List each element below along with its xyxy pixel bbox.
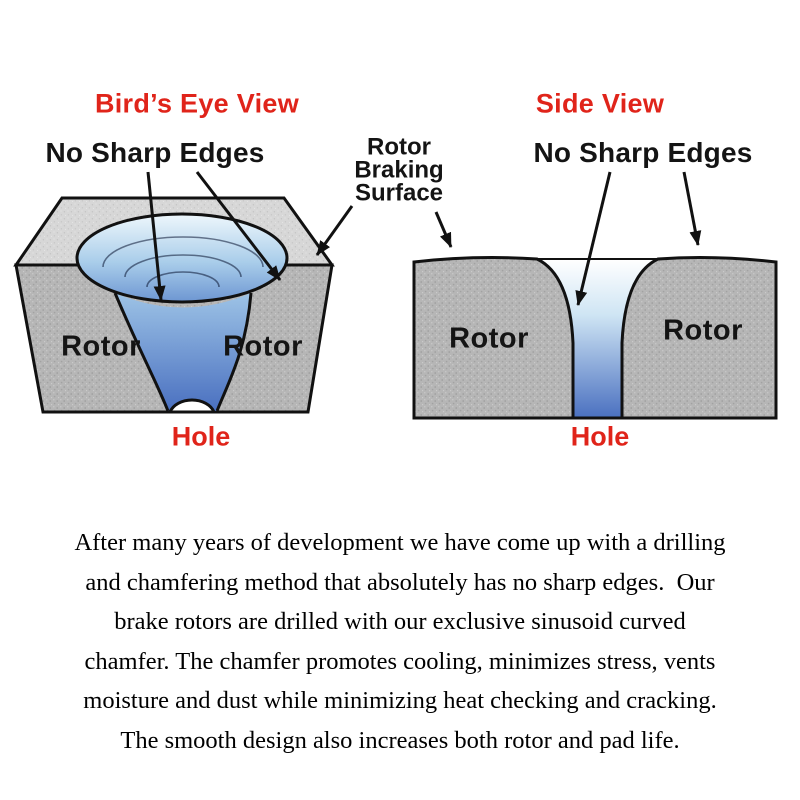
rotor-braking-surface-label: Rotor Braking Surface — [354, 133, 444, 207]
arrow-nse-left-1 — [146, 171, 166, 301]
arrow-nse-right-1 — [575, 171, 612, 306]
side-view-title: Side View — [535, 88, 665, 119]
birdseye-hole-opening — [75, 212, 289, 304]
sideview-left-rotor — [412, 256, 575, 420]
diagram-canvas — [13, 171, 778, 420]
birdseye-view-title: Bird’s Eye View — [94, 88, 300, 119]
rotor-label-side-right: Rotor — [663, 314, 743, 347]
paragraph-line: chamfer. The chamfer promotes cooling, m… — [84, 647, 716, 675]
no-sharp-edges-label-left: No Sharp Edges — [45, 137, 265, 168]
funnel-left-edge — [113, 292, 170, 412]
birdseye-rotor-block — [13, 196, 335, 414]
funnel-right-edge — [215, 292, 253, 412]
arrow-braking-surface-right — [434, 211, 453, 248]
no-sharp-edges-label-right: No Sharp Edges — [533, 137, 753, 168]
arrow-braking-surface-left — [315, 205, 354, 256]
paragraph-line: After many years of development we have … — [74, 529, 726, 556]
callout-arrows — [146, 171, 702, 306]
rotor-braking-surface-line3: Surface — [354, 179, 444, 207]
rotor-label-side-left: Rotor — [449, 322, 529, 355]
rotor-braking-surface-line1: Rotor — [367, 133, 431, 161]
paragraph-line: and chamfering method that absolutely ha… — [85, 568, 715, 596]
paragraph-line: moisture and dust while minimizing heat … — [83, 687, 717, 714]
sideview-rotor-section — [412, 256, 778, 420]
hole-label-side: Hole — [570, 421, 630, 452]
arrow-nse-left-2 — [195, 171, 282, 281]
description-paragraph: After many years of development we have … — [0, 523, 800, 760]
birdseye-hole-exit-notch — [167, 398, 217, 414]
paragraph-line: The smooth design also increases both ro… — [120, 726, 680, 754]
rotor-label-birdseye-left: Rotor — [61, 330, 141, 363]
birdseye-hole-funnel — [115, 293, 251, 411]
chamfer-contour-lines — [102, 236, 264, 288]
sideview-right-rotor — [620, 256, 778, 420]
hole-label-birdseye: Hole — [171, 421, 231, 452]
rotor-label-birdseye-right: Rotor — [223, 330, 303, 363]
arrow-nse-right-2 — [682, 171, 702, 246]
rotor-braking-surface-line2: Braking — [354, 156, 444, 184]
paragraph-line: brake rotors are drilled with our exclus… — [114, 608, 686, 635]
